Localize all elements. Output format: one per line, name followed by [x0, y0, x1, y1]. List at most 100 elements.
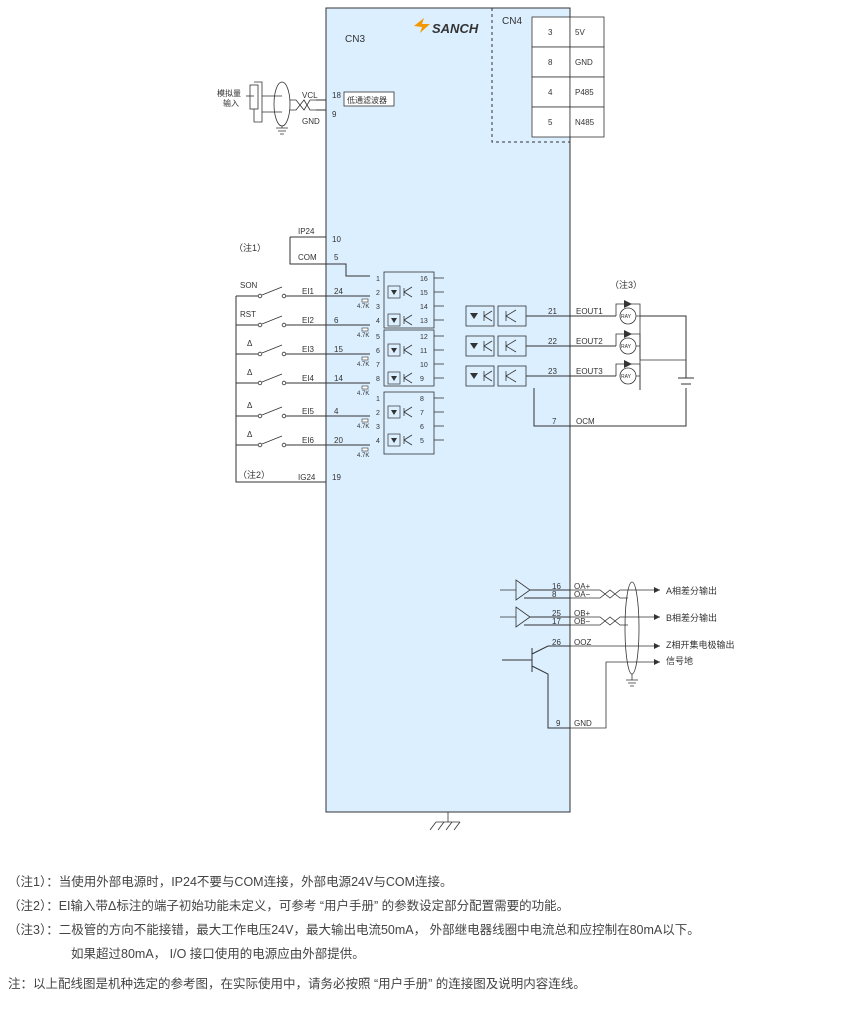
- ig24-label: IG24: [298, 473, 316, 482]
- opto-pin-left: 2: [376, 290, 380, 297]
- resistor-label: 4.7K: [357, 333, 369, 339]
- a-out-label: A相差分输出: [666, 585, 717, 596]
- shield-ellipse: [273, 81, 291, 127]
- opto-pin-right: 10: [420, 362, 428, 369]
- ei-pin: 20: [334, 436, 343, 445]
- cn4-pin: 8: [548, 58, 553, 67]
- resistor-label: 4.7K: [357, 362, 369, 368]
- opto-pin-right: 9: [420, 376, 424, 383]
- ei-signal: EI1: [302, 287, 315, 296]
- cn4-signal: GND: [575, 58, 593, 67]
- switch-label: Δ: [247, 339, 253, 348]
- opto-block: [383, 391, 435, 455]
- opto-pin-left: 8: [376, 376, 380, 383]
- com-pin: 5: [334, 253, 339, 262]
- vcl-label: VCL: [302, 91, 318, 100]
- ocm-pin: 7: [552, 417, 557, 426]
- opto-pin-right: 6: [420, 424, 424, 431]
- out-signal: EOUT3: [576, 367, 603, 376]
- note-1: （注1）：当使用外部电源时，IP24不要与COM连接，外部电源24V与COM连接…: [8, 875, 453, 889]
- switch-label: RST: [240, 310, 256, 319]
- enc-signal: OOZ: [574, 638, 591, 647]
- opto-pin-left: 4: [376, 438, 380, 445]
- opto-pin-right: 5: [420, 438, 424, 445]
- enc-pin: 17: [552, 617, 561, 626]
- cn4-pin-cell: [531, 106, 571, 138]
- note-2: （注2）：EI输入带Δ标注的端子初始功能未定义，可参考 “用户手册” 的参数设定…: [8, 899, 570, 913]
- opto-pin-right: 8: [420, 396, 424, 403]
- ei-pin: 24: [334, 287, 343, 296]
- enc-pin: 25: [552, 609, 561, 618]
- b-out-label: B相差分输出: [666, 612, 717, 623]
- out-signal: EOUT1: [576, 307, 603, 316]
- enc-gnd-label: GND: [574, 719, 592, 728]
- cn4-pin: 3: [548, 28, 553, 37]
- opto-pin-left: 4: [376, 318, 380, 325]
- note-3a: （注3）：二极管的方向不能接错，最大工作电压24V，最大输出电流50mA， 外部…: [8, 923, 700, 937]
- analog-input: 模拟量 输入 VCL GND 18 9 低通滤波器: [217, 81, 395, 135]
- ei-pin: 6: [334, 316, 339, 325]
- gnd-pin: 9: [332, 110, 337, 119]
- cn4-signal: 5V: [575, 28, 585, 37]
- ei-signal: EI3: [302, 345, 315, 354]
- cn4-signal-cell: [569, 106, 605, 138]
- enc-pin: 8: [552, 590, 557, 599]
- switch-label: Δ: [247, 430, 253, 439]
- ip24-label: IP24: [298, 227, 315, 236]
- opto-pin-left: 6: [376, 348, 380, 355]
- opto-pin-right: 7: [420, 410, 424, 417]
- switch-label: Δ: [247, 401, 253, 410]
- analog-label-2: 输入: [223, 98, 239, 108]
- cn4-dashed-box: [491, 8, 570, 143]
- gnd-label: GND: [302, 117, 320, 126]
- sig-gnd-label: 信号地: [666, 655, 693, 666]
- opto-pin-left: 7: [376, 362, 380, 369]
- output-opto: [465, 305, 495, 327]
- opto-pin-left: 3: [376, 304, 380, 311]
- ei-signal: EI2: [302, 316, 315, 325]
- ei-signal: EI6: [302, 436, 315, 445]
- vcl-pin: 18: [332, 91, 341, 100]
- opto-pin-left: 1: [376, 396, 380, 403]
- out-pin: 23: [548, 367, 557, 376]
- cn4-label: CN4: [502, 16, 522, 27]
- out-pin: 21: [548, 307, 557, 316]
- enc-signal: OA−: [574, 590, 591, 599]
- resistor-label: 4.7K: [357, 391, 369, 397]
- ei-pin: 15: [334, 345, 343, 354]
- note2-label: （注2）: [238, 469, 270, 480]
- cn4-pin: 4: [548, 88, 553, 97]
- switch-label: Δ: [247, 368, 253, 377]
- ei-pin: 14: [334, 374, 343, 383]
- filter-box: [343, 91, 395, 107]
- enc-signal: OB+: [574, 609, 591, 618]
- opto-pin-right: 12: [420, 334, 428, 341]
- cn4-signal-cell: [569, 76, 605, 108]
- opto-block: [383, 329, 435, 387]
- note-3b: 如果超过80mA， I/O 接口使用的电源应由外部提供。: [71, 947, 365, 961]
- relay-label: RAY: [621, 314, 632, 320]
- out-pin: 22: [548, 337, 557, 346]
- cn4-signal: P485: [575, 88, 594, 97]
- notes-section: （注1）：当使用外部电源时，IP24不要与COM连接，外部电源24V与COM连接…: [8, 870, 858, 996]
- note3-label: （注3）: [610, 279, 642, 290]
- switch-label: SON: [240, 281, 258, 290]
- logo-text: SANCH: [432, 21, 479, 36]
- output-opto: [465, 365, 495, 387]
- filter-label: 低通滤波器: [347, 95, 387, 105]
- cn4-signal: N485: [575, 118, 595, 127]
- relay-label: RAY: [621, 374, 632, 380]
- ip24-pin: 10: [332, 235, 341, 244]
- opto-pin-right: 14: [420, 304, 428, 311]
- relay-label: RAY: [621, 344, 632, 350]
- enc-signal: OB−: [574, 617, 591, 626]
- opto-pin-left: 2: [376, 410, 380, 417]
- ei-pin: 4: [334, 407, 339, 416]
- enc-pin: 16: [552, 582, 561, 591]
- enc-gnd-pin: 9: [556, 719, 561, 728]
- ig24-pin: 19: [332, 473, 341, 482]
- opto-pin-right: 13: [420, 318, 428, 325]
